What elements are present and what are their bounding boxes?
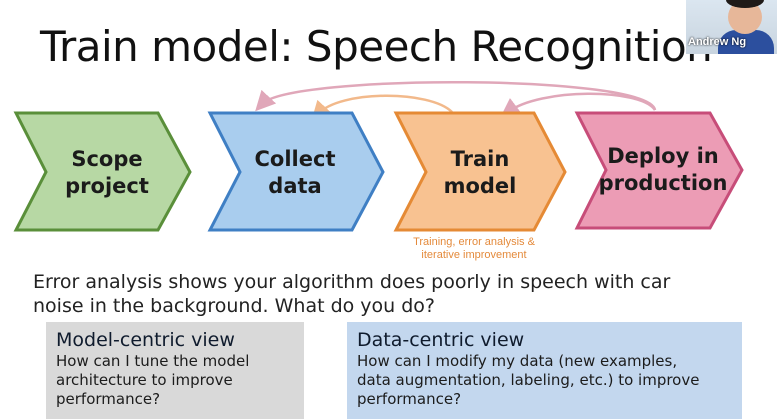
data-centric-box: Data-centric view How can I modify my da…: [347, 322, 742, 419]
model-centric-text: How can I tune the model architecture to…: [56, 352, 250, 408]
step-collect-shape: [207, 111, 385, 232]
error-analysis-question: Error analysis shows your algorithm does…: [33, 271, 671, 317]
model-centric-box: Model-centric view How can I tune the mo…: [46, 322, 304, 419]
step-deploy-label: Deploy in production: [598, 144, 728, 195]
slide-title: Train model: Speech Recognition: [40, 22, 713, 71]
step-deploy-shape: [574, 111, 744, 230]
workflow-diagram: [13, 80, 744, 232]
loop-arrow-train-to-collect: [311, 94, 453, 122]
model-centric-heading: Model-centric view: [56, 329, 235, 351]
loop-arrow-deploy-to-train: [499, 92, 657, 118]
presenter-shirt: [718, 30, 774, 54]
step-collect-label: Collect data: [254, 147, 336, 198]
presenter-name: Andrew Ng: [688, 36, 747, 48]
presenter-hair: [726, 0, 764, 8]
presenter-webcam: Andrew Ng: [686, 0, 777, 54]
step-train-shape: [393, 111, 567, 232]
data-centric-text: How can I modify my data (new examples, …: [357, 352, 700, 408]
train-caption: Training, error analysis & iterative imp…: [413, 236, 535, 261]
loop-arrow-deploy-to-collect: [255, 80, 657, 112]
step-scope-shape: [13, 111, 192, 232]
data-centric-heading: Data-centric view: [357, 329, 525, 351]
step-train-label: Train model: [443, 147, 517, 198]
step-scope-label: Scope project: [65, 147, 149, 198]
